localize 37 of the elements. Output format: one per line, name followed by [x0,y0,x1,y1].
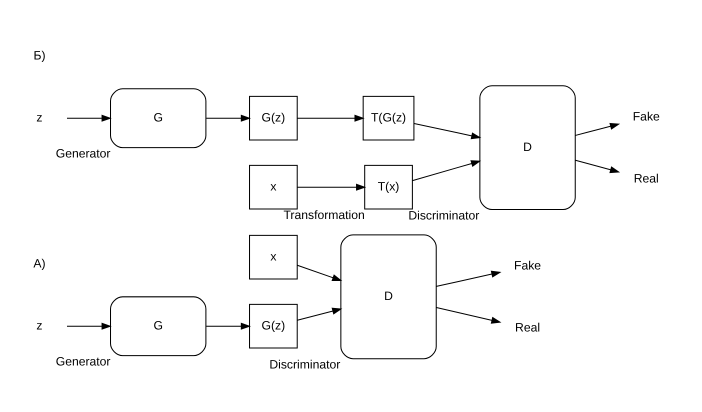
node-label: Discriminator [408,208,480,222]
label: Б) [33,48,46,62]
node-box: D [340,234,437,359]
arrow [297,264,342,280]
arrow [436,306,502,324]
arrow [66,114,112,122]
node-text: z [36,318,43,332]
node-box: x [249,234,298,280]
node-label: Transformation [283,207,365,222]
node-box: G(z) [249,95,298,140]
node-box: G [110,88,206,148]
arrow [297,183,366,190]
node-box: x [249,164,298,210]
node-text: Real [515,320,540,334]
arrow [575,159,620,173]
arrow [206,114,251,122]
label: A) [33,256,46,270]
arrow [66,322,112,330]
node-text: Fake [514,258,542,272]
node-label: Generator [56,354,110,368]
arrow [575,122,620,136]
node-box: D [479,84,576,210]
node-box: G [110,296,206,356]
node-box: T(G(z) [362,95,414,140]
node-label: Discriminator [269,356,340,371]
arrow [414,122,482,139]
node-box: T(x) [364,164,413,210]
node-text: z [36,110,43,124]
node-box: G(z) [249,303,298,348]
node-label: Generator [56,146,110,160]
arrow [297,114,365,122]
arrow [412,160,482,181]
arrow [206,322,251,330]
node-text: Fake [632,108,660,123]
node-text: Real [634,170,659,185]
arrow [436,270,502,286]
arrow [297,307,342,320]
